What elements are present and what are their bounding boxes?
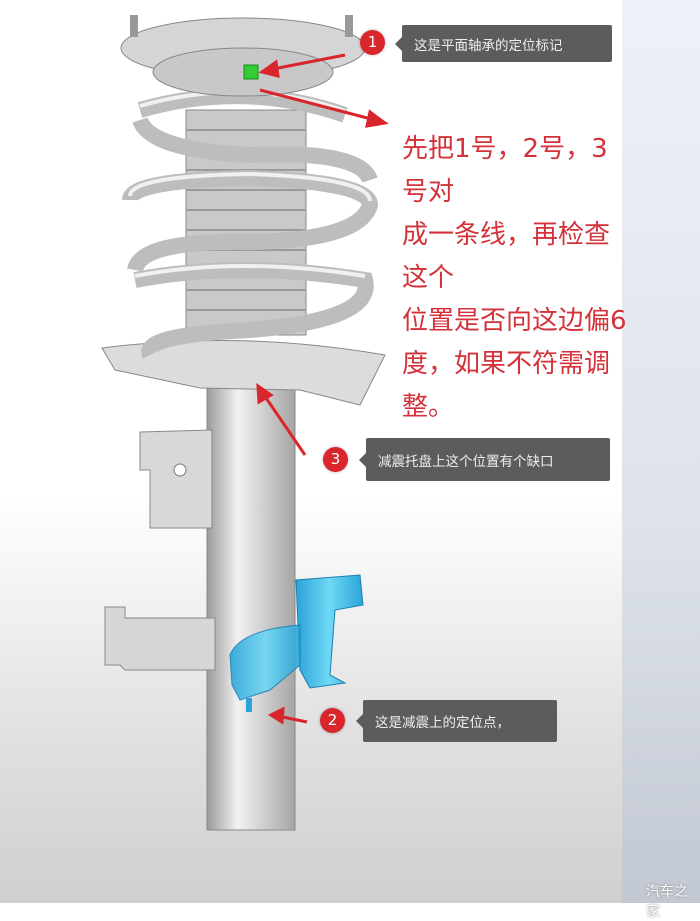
watermark: 汽车之家 (646, 884, 688, 920)
callout-1: 这是平面轴承的定位标记 (395, 25, 612, 62)
callout-2: 这是减震上的定位点， (356, 700, 557, 742)
pointer-arrows (256, 53, 389, 725)
callout-badge-1: 1 (360, 30, 385, 55)
callout-badge-3: 3 (323, 447, 348, 472)
bearing-marker (243, 64, 259, 80)
mount-bracket (139, 429, 213, 529)
instruction-text: 先把1号，2号，3号对 成一条线，再检查这个 位置是否向这边偏6 度，如果不符需… (402, 128, 632, 429)
alignment-tab-blue (229, 624, 301, 701)
shock-tube (206, 379, 296, 831)
instruction-line: 先把1号，2号，3号对 (402, 134, 608, 207)
callout-badge-2: 2 (320, 708, 345, 733)
alignment-bracket-blue (295, 574, 364, 689)
instruction-line: 位置是否向这边偏6 (402, 306, 627, 336)
instruction-line: 成一条线，再检查这个 (402, 220, 611, 293)
knuckle-arm (104, 606, 216, 671)
callout-3: 减震托盘上这个位置有个缺口 (359, 438, 610, 481)
instruction-line: 度，如果不符需调整。 (402, 349, 611, 422)
background-strip (622, 0, 700, 903)
